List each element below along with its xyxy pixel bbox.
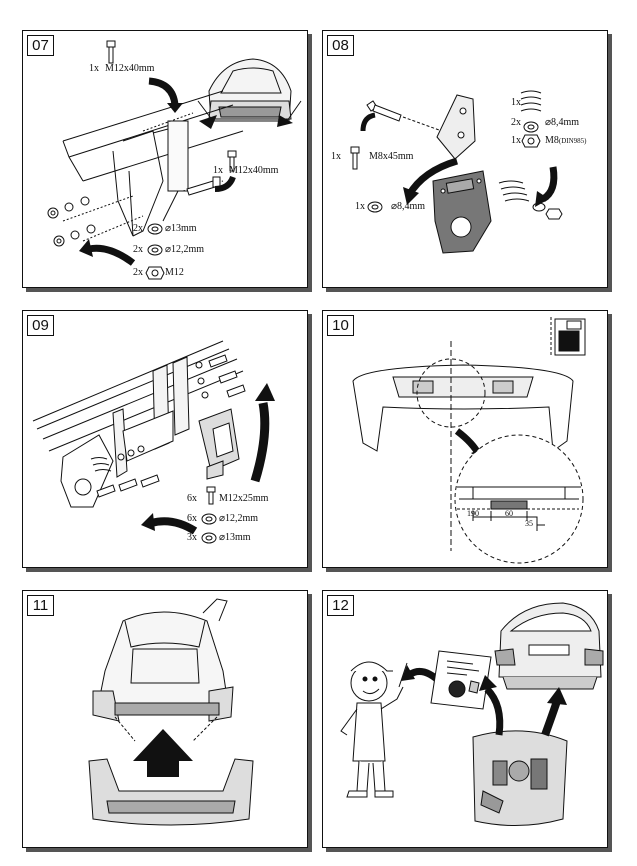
part-label: 3x⌀13mm xyxy=(187,532,251,543)
arrow-icon xyxy=(255,383,275,401)
socket-plate xyxy=(432,170,492,254)
bolt-icon xyxy=(206,486,216,493)
dimension-label: 35 xyxy=(525,519,533,528)
crossbar-beam xyxy=(62,90,244,237)
step-12-illustration xyxy=(340,602,604,826)
step-number: 11 xyxy=(27,595,54,616)
step-09-illustration xyxy=(32,340,275,544)
step-12-panel: 12 xyxy=(322,590,608,848)
step-08-panel: 08 xyxy=(322,30,608,288)
part-label: 1x⌀8,4mm xyxy=(355,201,426,212)
mascot-character xyxy=(340,661,404,798)
rear-bumper xyxy=(88,758,254,826)
cutting-tool-icon xyxy=(550,317,586,356)
arrow-icon xyxy=(479,675,497,691)
arrow-icon xyxy=(141,513,155,531)
arrow-icon xyxy=(79,239,93,257)
spring-assembly xyxy=(90,457,112,472)
rear-bumper xyxy=(352,364,574,452)
bolt-icon xyxy=(106,40,116,64)
step-number: 07 xyxy=(27,35,54,56)
bolt-icon xyxy=(96,354,246,498)
tow-bar-block xyxy=(198,408,240,480)
arrow-icon xyxy=(547,687,567,705)
dimension-label: 190 xyxy=(467,509,479,518)
step-07-panel: 07 xyxy=(22,30,308,288)
parts-bag xyxy=(472,730,568,826)
crossbar-brackets xyxy=(112,356,190,478)
step-07-illustration xyxy=(47,40,302,280)
car-rear-without-bumper xyxy=(92,598,234,722)
part-label: 2x⌀12,2mm xyxy=(133,244,205,255)
part-label: 6x⌀12,2mm xyxy=(187,513,259,524)
part-label: 1x xyxy=(511,97,521,108)
mounting-bracket xyxy=(436,94,476,160)
step-number: 08 xyxy=(327,35,354,56)
step-10-panel: 10 190 60 35 xyxy=(322,310,608,568)
step-09-panel: 09 xyxy=(22,310,308,568)
step-number: 09 xyxy=(27,315,54,336)
detail-circle xyxy=(416,358,486,428)
bolt-icon xyxy=(350,146,360,170)
arrow-icon xyxy=(277,115,293,127)
spring-washer-icon xyxy=(520,90,542,112)
step-11-illustration xyxy=(88,598,254,826)
arrow-icon xyxy=(535,191,549,207)
instruction-sheet xyxy=(430,650,492,710)
bolt-icon xyxy=(366,100,402,122)
part-label: 2x⌀13mm xyxy=(133,223,197,234)
car-rear-finished xyxy=(494,602,604,690)
car-rear-thumbnail xyxy=(197,58,302,122)
step-number: 10 xyxy=(327,315,354,336)
step-10-illustration xyxy=(352,317,586,564)
arrow-icon xyxy=(199,115,217,129)
arrow-icon xyxy=(401,665,415,681)
socket-plate xyxy=(60,434,114,508)
step-number: 12 xyxy=(327,595,354,616)
part-label: 2x⌀8,4mm xyxy=(511,117,580,128)
dimension-label: 60 xyxy=(505,509,513,518)
arrow-up-icon xyxy=(133,729,193,777)
arrow-icon xyxy=(403,187,419,205)
washer-nut-set xyxy=(47,196,96,247)
step-11-panel: 11 xyxy=(22,590,308,848)
step-08-illustration xyxy=(350,90,563,254)
